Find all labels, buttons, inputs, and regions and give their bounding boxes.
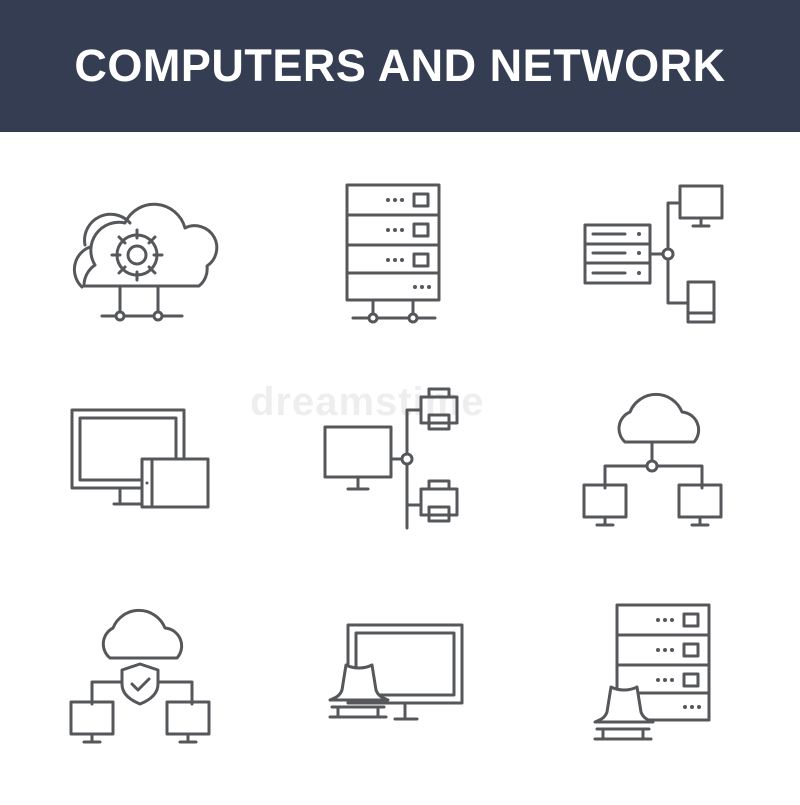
title-banner: COMPUTERS AND NETWORK (0, 0, 800, 132)
cloud-settings-icon (40, 170, 240, 370)
cloud-security-network-icon (40, 600, 240, 800)
server-connected-devices-icon (565, 170, 765, 370)
server-network-icon (295, 170, 495, 370)
hacker-server-icon (565, 600, 765, 800)
computer-printers-network-icon (300, 385, 500, 585)
page-title: COMPUTERS AND NETWORK (74, 40, 726, 91)
monitor-tablet-icon (40, 385, 240, 585)
cloud-computing-network-icon (555, 385, 755, 585)
hacker-computer-icon (300, 600, 500, 800)
